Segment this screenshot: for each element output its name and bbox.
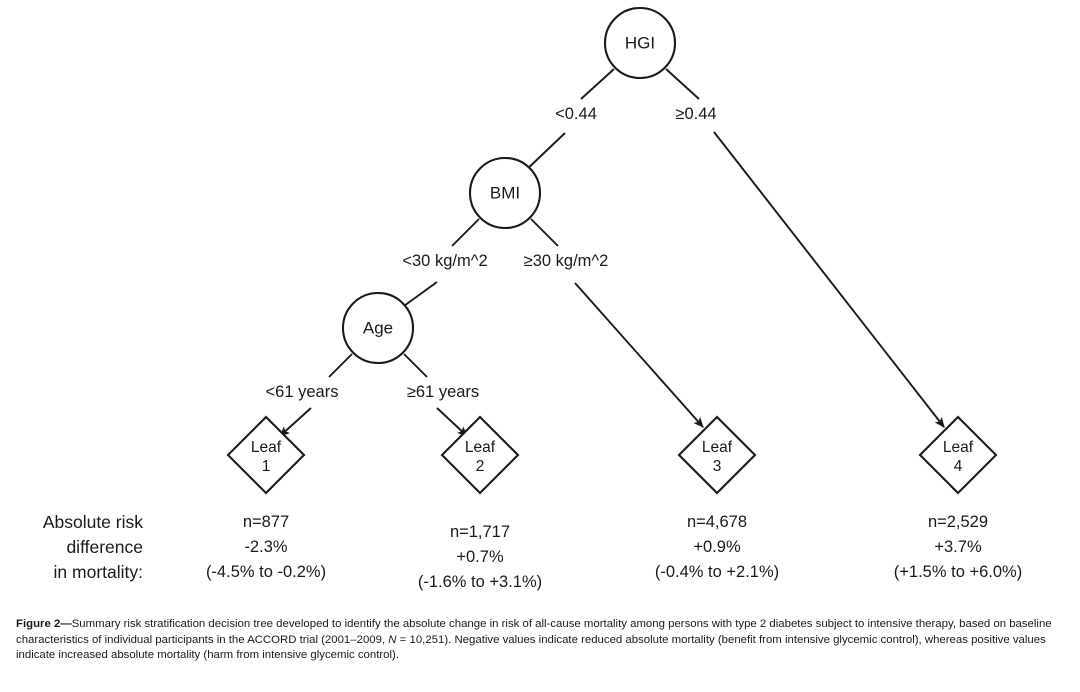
leaf-4-risk-difference: +3.7% xyxy=(934,538,982,556)
caption-figure-number: Figure 2 xyxy=(16,618,61,630)
node-hgi[interactable]: HGI xyxy=(603,6,677,80)
leaf-3-risk-difference: +0.9% xyxy=(693,538,741,556)
leaf-2-confidence-interval: (-1.6% to +3.1%) xyxy=(418,573,542,591)
leaf-1-n: n=877 xyxy=(243,513,289,531)
leaf-2-statistics: n=1,717 +0.7% (-1.6% to +3.1%) xyxy=(418,523,542,591)
leaf-3-label-line1: Leaf xyxy=(702,439,733,456)
edge-label-age-ge: ≥61 years xyxy=(407,383,479,401)
row-label-line-2: difference xyxy=(66,537,143,557)
decision-tree-canvas: <0.44 ≥0.44 <30 kg/m^2 ≥30 kg/m^2 <61 ye… xyxy=(43,6,1022,591)
node-hgi-label: HGI xyxy=(625,33,655,52)
node-age[interactable]: Age xyxy=(341,291,415,365)
caption-text-part-1: Summary risk stratification decision tre… xyxy=(16,618,1052,646)
node-leaf-2[interactable]: Leaf 2 xyxy=(440,415,520,495)
edge-bmi-to-leaf3: ≥30 kg/m^2 xyxy=(524,218,704,428)
leaf-3-label-line2: 3 xyxy=(713,458,722,475)
leaf-1-label-line1: Leaf xyxy=(251,439,282,456)
node-bmi[interactable]: BMI xyxy=(468,156,542,230)
caption-dash: — xyxy=(60,618,72,630)
leaf-3-statistics: n=4,678 +0.9% (-0.4% to +2.1%) xyxy=(655,513,779,581)
leaf-1-risk-difference: -2.3% xyxy=(244,538,287,556)
edge-label-hgi-lt: <0.44 xyxy=(555,105,597,123)
edge-hgi-to-leaf4: ≥0.44 xyxy=(665,68,945,428)
caption-text-part-2: = 10,251). Negative values indicate redu… xyxy=(16,633,1046,662)
edge-label-hgi-ge: ≥0.44 xyxy=(675,105,716,123)
leaf-2-label-line2: 2 xyxy=(476,458,485,475)
figure-caption: Figure 2—Summary risk stratification dec… xyxy=(16,617,1066,664)
edge-age-to-leaf1: <61 years xyxy=(266,353,353,437)
leaf-2-label-line1: Leaf xyxy=(465,439,496,456)
edge-bmi-to-age: <30 kg/m^2 xyxy=(396,218,488,312)
leaf-2-risk-difference: +0.7% xyxy=(456,548,504,566)
leaf-4-label-line2: 4 xyxy=(954,458,963,475)
leaf-1-label-line2: 1 xyxy=(262,458,271,475)
edge-label-bmi-ge: ≥30 kg/m^2 xyxy=(524,252,609,270)
leaf-1-statistics: n=877 -2.3% (-4.5% to -0.2%) xyxy=(206,513,326,581)
node-bmi-label: BMI xyxy=(490,183,520,202)
leaf-1-confidence-interval: (-4.5% to -0.2%) xyxy=(206,563,326,581)
leaf-4-n: n=2,529 xyxy=(928,513,988,531)
row-label-line-3: in mortality: xyxy=(54,562,143,582)
leaf-2-n: n=1,717 xyxy=(450,523,510,541)
edge-label-age-lt: <61 years xyxy=(266,383,339,401)
leaf-4-statistics: n=2,529 +3.7% (+1.5% to +6.0%) xyxy=(894,513,1022,581)
caption-italic-n: N xyxy=(388,633,397,646)
edge-hgi-to-bmi: <0.44 xyxy=(522,68,615,174)
row-label-line-1: Absolute risk xyxy=(43,512,143,532)
edge-age-to-leaf2: ≥61 years xyxy=(403,353,479,437)
row-label-absolute-risk-difference: Absolute risk difference in mortality: xyxy=(43,512,143,582)
node-leaf-3[interactable]: Leaf 3 xyxy=(677,415,757,495)
leaf-4-label-line1: Leaf xyxy=(943,439,974,456)
node-leaf-4[interactable]: Leaf 4 xyxy=(918,415,998,495)
leaf-4-confidence-interval: (+1.5% to +6.0%) xyxy=(894,563,1022,581)
node-age-label: Age xyxy=(363,318,393,337)
leaf-3-n: n=4,678 xyxy=(687,513,747,531)
edge-label-bmi-lt: <30 kg/m^2 xyxy=(402,252,487,270)
leaf-3-confidence-interval: (-0.4% to +2.1%) xyxy=(655,563,779,581)
node-leaf-1[interactable]: Leaf 1 xyxy=(226,415,306,495)
